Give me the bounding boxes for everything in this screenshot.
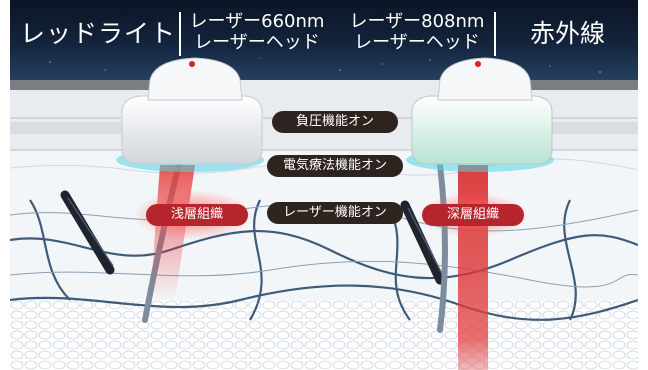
shallow-tissue-label: 浅層組織: [146, 204, 248, 226]
electrotherapy-label: 電気療法機能オン: [267, 155, 403, 177]
laser-head-right-icon: [406, 57, 554, 172]
laser-660-title-line1: レーザー660nm: [189, 11, 325, 32]
laser-function-label: レーザー機能オン: [267, 202, 403, 224]
laser-660-title-line2: レーザーヘッド: [194, 32, 320, 53]
fat-cell-layer: [10, 300, 638, 370]
red-light-title: レッドライト: [20, 19, 177, 48]
infrared-title: 赤外線: [529, 19, 605, 48]
skin-cross-section: [10, 57, 638, 370]
deep-tissue-label: 深層組織: [422, 204, 524, 226]
laser-808-title-line2: レーザーヘッド: [354, 32, 480, 53]
laser-head-left-icon: [116, 57, 264, 172]
negative-pressure-label: 負圧機能オン: [272, 111, 398, 133]
header-divider-2: [494, 12, 496, 56]
laser-skin-illustration: レッドライト レーザー660nm レーザーヘッド レーザー808nm レーザーヘ…: [10, 0, 638, 370]
header-band: レッドライト レーザー660nm レーザーヘッド レーザー808nm レーザーヘ…: [10, 0, 638, 80]
laser-808-title-line1: レーザー808nm: [349, 11, 485, 32]
header-divider-1: [179, 12, 181, 56]
muscle-fiber-icon: [60, 190, 445, 285]
star-field: [49, 57, 601, 75]
